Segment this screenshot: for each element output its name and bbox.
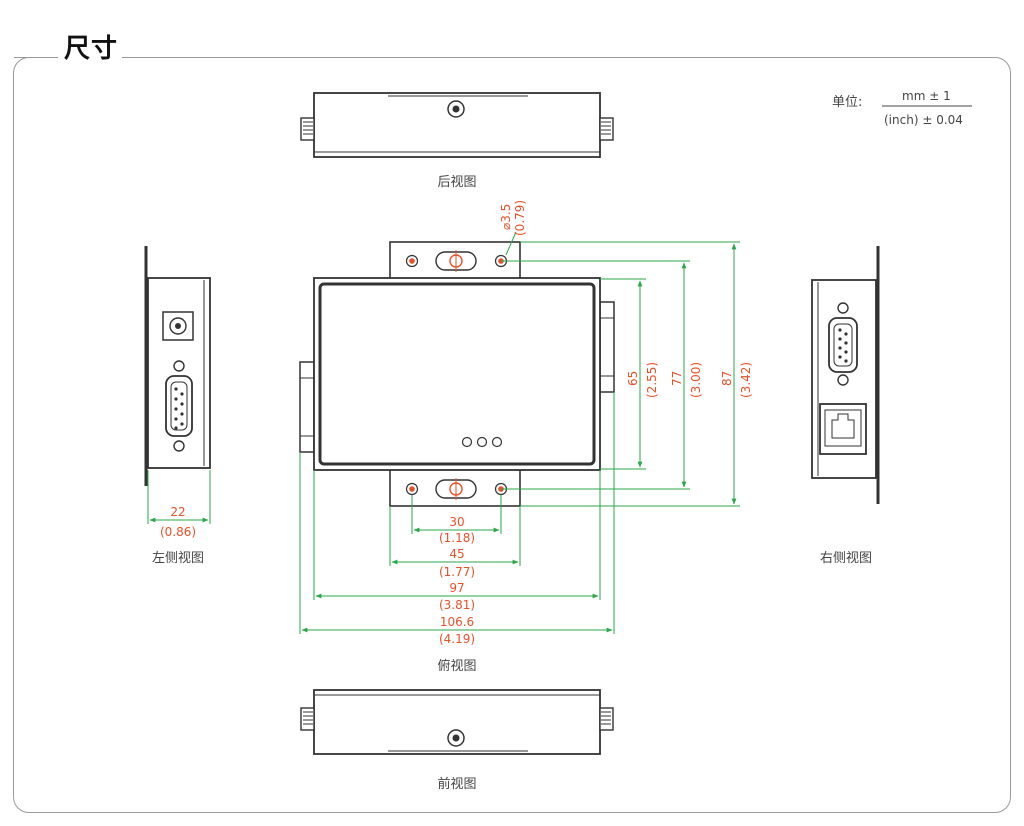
front-view: 前视图 [300,689,614,792]
dim-97-mm: 97 [449,581,464,595]
left-view-label: 左侧视图 [152,551,204,566]
units-legend: 单位: mm ± 1 (inch) ± 0.04 [832,89,972,127]
units-label: 单位: [832,95,862,110]
front-view-label: 前视图 [437,776,476,792]
dim-87-inch: (3.42) [739,362,753,398]
dim-45-mm: 45 [449,547,464,561]
dim-hole-inch: (0.79) [513,200,527,236]
dim-22-mm: 22 [170,505,185,519]
dim-77-inch: (3.00) [689,362,703,398]
dim-hole-mm: ⌀3.5 [499,204,513,230]
dim-30-mm: 30 [449,515,464,529]
dim-45-inch: (1.77) [439,565,475,579]
title-gap [58,52,122,62]
section-title: 尺寸 [64,34,119,64]
dim-30-inch: (1.18) [439,531,475,545]
rear-view-label: 后视图 [437,175,476,190]
dim-22-inch: (0.86) [160,525,196,539]
left-view: 22 (0.86) 左侧视图 [144,246,211,566]
top-view: ⌀3.5 (0.79) 65 (2.55) 77 (3.00) 87 (3.42… [299,200,753,674]
dim-106-mm: 106.6 [440,615,474,629]
dim-77-mm: 77 [670,371,684,386]
dim-106-inch: (4.19) [439,632,475,646]
units-mm: mm ± 1 [902,89,951,103]
dim-97-inch: (3.81) [439,598,475,612]
rear-view: 后视图 [300,92,614,190]
units-inch: (inch) ± 0.04 [884,113,963,127]
right-view-label: 右侧视图 [820,551,872,566]
dim-87-mm: 87 [720,371,734,386]
drawing-frame [13,57,1011,813]
top-view-label: 俯视图 [437,658,476,674]
right-view: 右侧视图 [811,246,880,566]
dim-65-mm: 65 [626,371,640,386]
dim-65-inch: (2.55) [645,362,659,398]
